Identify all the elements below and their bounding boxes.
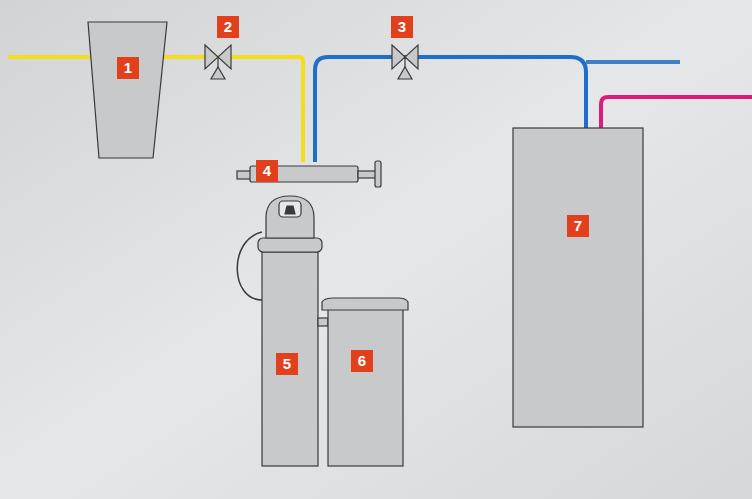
- cold-water-outlet: [586, 60, 680, 64]
- callout-number: 2: [217, 16, 239, 38]
- shutoff-valve: [205, 45, 231, 69]
- water-softener: [237, 196, 328, 466]
- valves: [205, 45, 418, 79]
- filter: [88, 22, 167, 158]
- callout-number: 3: [391, 16, 413, 38]
- bypass-valve: [237, 161, 381, 187]
- callout-number: 6: [351, 350, 373, 372]
- callout-number: 5: [276, 353, 298, 375]
- callout-number: 1: [117, 57, 139, 79]
- brine-tank: [322, 298, 408, 466]
- callout-number: 7: [567, 215, 589, 237]
- hot-water-tank: [513, 128, 643, 427]
- callout-number: 4: [256, 160, 278, 182]
- shutoff-valve: [392, 45, 418, 69]
- hot-water-pipe: [601, 97, 752, 130]
